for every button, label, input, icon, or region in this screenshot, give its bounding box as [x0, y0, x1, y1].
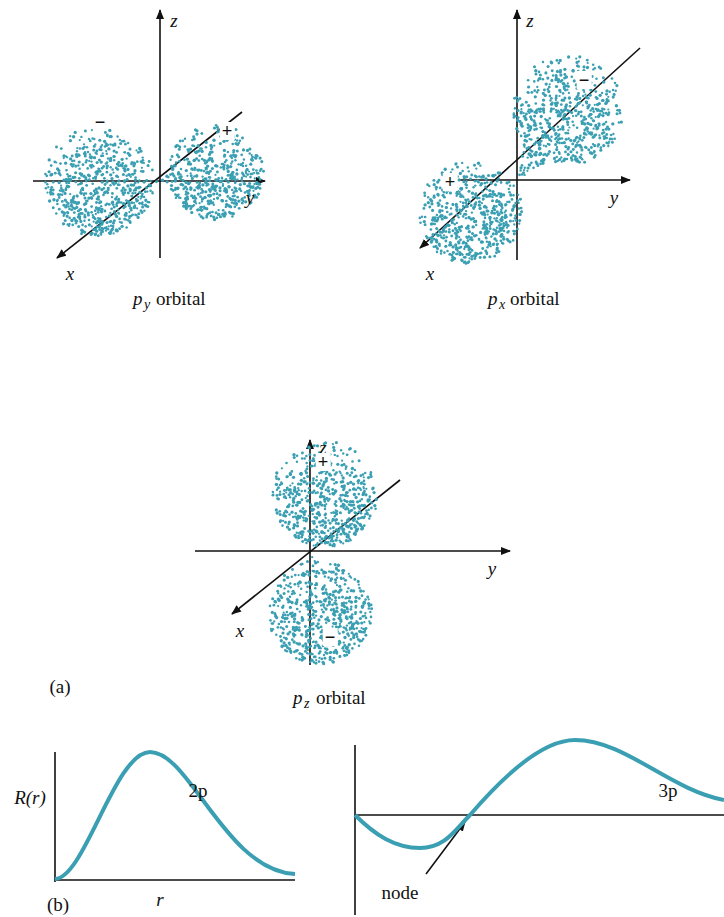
axis-label: r	[156, 890, 163, 909]
phase-sign: −	[577, 71, 592, 89]
node-label: node	[382, 883, 419, 902]
electron-cloud	[44, 55, 623, 665]
axis-label: x	[426, 264, 434, 283]
axis-label: z	[526, 11, 533, 30]
axis-label: x	[66, 264, 74, 283]
orbital-caption: p	[488, 289, 498, 308]
axis-label: y	[246, 188, 254, 207]
curve-label: 3p	[659, 781, 678, 800]
axis-label: y	[610, 188, 618, 207]
radial-curve-3p	[355, 740, 724, 848]
graph-axes	[55, 745, 724, 915]
orbital-caption: z	[304, 697, 309, 711]
orbital-caption: p	[133, 289, 143, 308]
coordinate-axes	[33, 10, 640, 665]
phase-sign: +	[443, 173, 458, 191]
orbital-caption: orbital	[316, 688, 366, 707]
orbital-caption: p	[293, 688, 303, 707]
phase-sign: −	[323, 628, 338, 646]
axis-label: R(r)	[14, 788, 46, 807]
curve-label: 2p	[189, 781, 208, 800]
panel-label: (a)	[49, 677, 70, 696]
orbital-caption: y	[144, 298, 150, 312]
orbital-caption: x	[499, 298, 505, 312]
axis-label: y	[488, 559, 496, 578]
radial-curve-2p	[55, 752, 295, 879]
phase-sign: +	[316, 453, 331, 471]
phase-sign: −	[93, 113, 108, 131]
panel-label: (b)	[47, 895, 69, 914]
orbital-caption: orbital	[510, 289, 560, 308]
phase-sign: +	[220, 122, 235, 140]
axis-label: x	[236, 621, 244, 640]
axis-label: z	[170, 11, 177, 30]
orbital-caption: orbital	[156, 289, 206, 308]
